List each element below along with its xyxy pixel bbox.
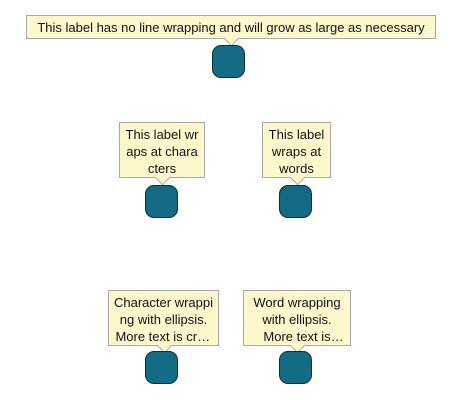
label-char-wrap-ellipsis-text: Character wrapping with ellipsis. More t… — [114, 295, 213, 344]
label-no-wrap-text: This label has no line wrapping and will… — [37, 20, 425, 35]
node-char-wrap-ellipsis[interactable] — [145, 351, 178, 384]
label-no-wrap[interactable]: This label has no line wrapping and will… — [26, 15, 436, 47]
label-word-wrap-ellipsis-text: Word wrapping with ellipsis. More text i… — [253, 295, 341, 344]
label-word-wrap-ellipsis[interactable]: Word wrapping with ellipsis. More text i… — [243, 290, 351, 354]
node-word-wrap-ellipsis[interactable] — [279, 351, 312, 384]
node-no-wrap[interactable] — [212, 45, 245, 78]
label-char-wrap-text: This label wraps at characters — [125, 127, 199, 176]
node-char-wrap[interactable] — [145, 185, 178, 218]
label-word-wrap-text: This label wraps at words — [268, 127, 325, 176]
node-word-wrap[interactable] — [279, 185, 312, 218]
label-char-wrap[interactable]: This label wraps at characters — [119, 122, 205, 186]
label-char-wrap-ellipsis[interactable]: Character wrapping with ellipsis. More t… — [108, 290, 219, 354]
label-word-wrap[interactable]: This label wraps at words — [262, 122, 331, 186]
